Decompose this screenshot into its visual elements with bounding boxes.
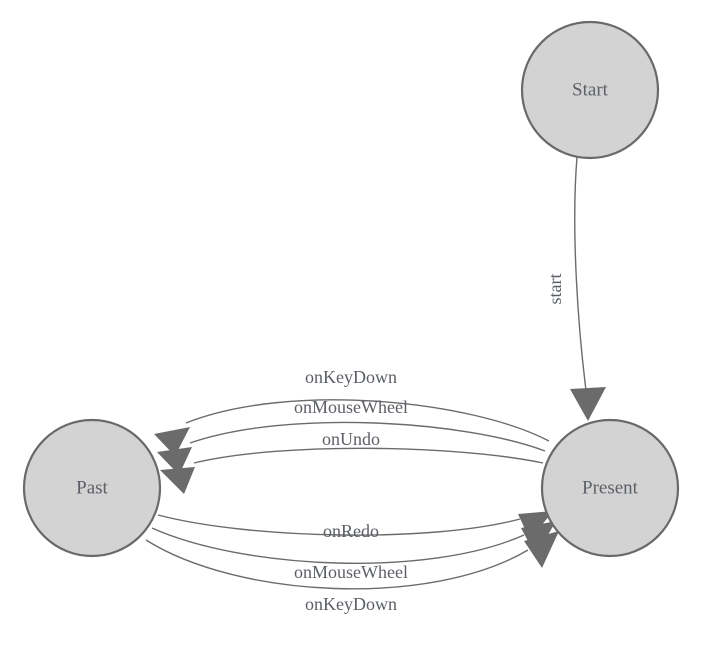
edge-label-present-to-past-onkeydown: onKeyDown <box>305 367 397 387</box>
edge-label-present-to-past-onundo: onUndo <box>322 429 380 449</box>
edge-label-past-to-present-onkeydown: onKeyDown <box>305 594 397 614</box>
node-start-circle <box>520 20 660 160</box>
node-present[interactable]: Present <box>540 418 680 558</box>
node-past-circle <box>22 418 162 558</box>
arrowhead-present-to-past-onmousewheel <box>157 447 192 475</box>
edge-present-to-past-onundo-path <box>193 447 544 464</box>
edge-start-to-present-path <box>574 156 588 399</box>
arrowhead-present-to-past-onundo <box>160 467 195 494</box>
arrowhead-past-to-present-onkeydown <box>524 531 559 568</box>
arrowhead-start-to-present <box>570 387 606 421</box>
edge-label-present-to-past-onmousewheel: onMouseWheel <box>294 397 408 417</box>
edge-label-start: start <box>545 274 565 305</box>
edge-start-to-present[interactable]: start <box>545 156 606 421</box>
edge-past-to-present-onkeydown-path <box>145 539 529 590</box>
edge-present-to-past-onkeydown-path <box>185 399 550 442</box>
edge-present-to-past-onmousewheel[interactable]: onMouseWheel <box>157 397 546 475</box>
node-present-label: Present <box>582 477 639 498</box>
edge-past-to-present-onredo[interactable]: onRedo <box>157 511 553 541</box>
edge-label-past-to-present-onmousewheel: onMouseWheel <box>294 562 408 582</box>
edge-past-to-present-onkeydown[interactable]: onKeyDown <box>145 531 559 614</box>
edge-present-to-past-onkeydown[interactable]: onKeyDown <box>154 367 550 456</box>
edge-label-past-to-present-onredo: onRedo <box>323 521 379 541</box>
node-present-circle <box>540 418 680 558</box>
node-start-label: Start <box>572 79 609 100</box>
arrowhead-present-to-past-onkeydown <box>154 427 190 456</box>
node-start[interactable]: Start <box>520 20 660 160</box>
edge-past-to-present-onmousewheel[interactable]: onMouseWheel <box>151 521 556 582</box>
node-past-label: Past <box>76 477 108 498</box>
edge-past-to-present-onmousewheel-path <box>151 527 525 564</box>
node-past[interactable]: Past <box>22 418 162 558</box>
edge-past-to-present-onredo-path <box>157 514 521 536</box>
edge-present-to-past-onmousewheel-path <box>189 421 546 452</box>
edge-present-to-past-onundo[interactable]: onUndo <box>160 429 544 494</box>
